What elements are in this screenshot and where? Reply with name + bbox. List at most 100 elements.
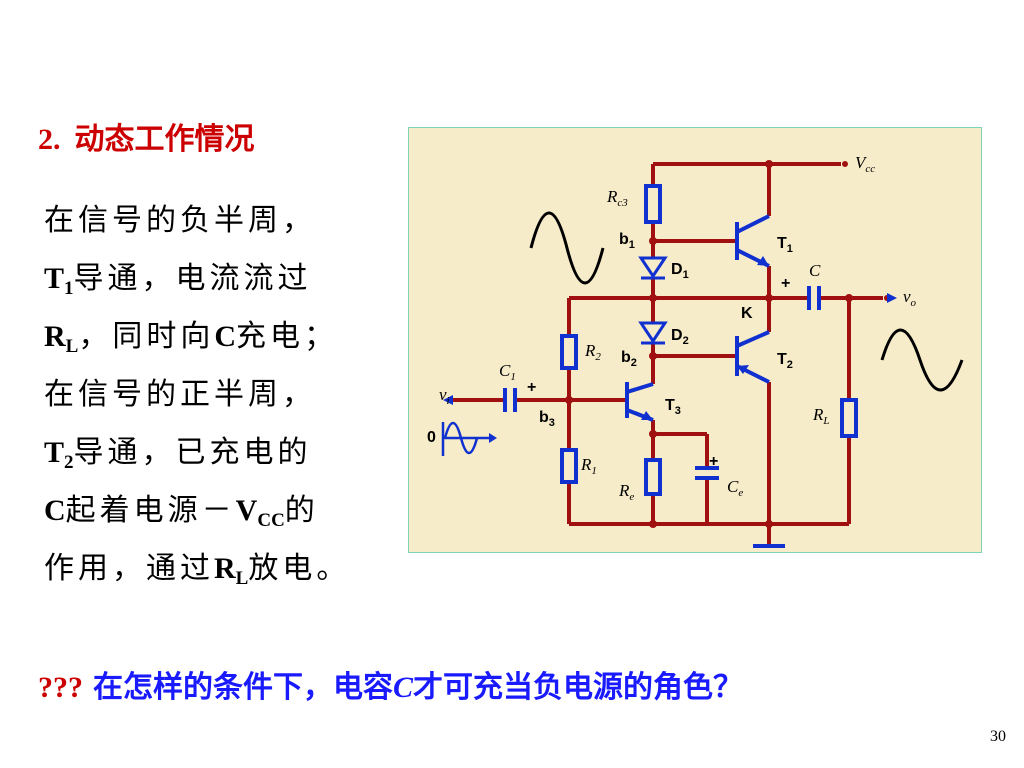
diodes — [638, 256, 668, 345]
label-b2: b — [621, 349, 631, 366]
label-k: K — [741, 305, 753, 322]
question-line: ??? 在怎样的条件下，电容C才可充当负电源的角色？ — [38, 668, 743, 708]
svg-text:vo: vo — [903, 287, 917, 309]
output-sine-wave — [880, 328, 964, 392]
circuit-diagram: Vcc Rc3 b1 D1 T1 C + vo K D2 R2 b2 T2 C1… — [408, 127, 982, 553]
label-rl-sub: L — [822, 415, 829, 427]
text-span: 的 — [284, 493, 319, 528]
label-c1: C — [499, 361, 511, 380]
label-d1: D — [671, 261, 683, 278]
label-t2-sub: 2 — [787, 359, 793, 371]
label-vo-sub: o — [911, 297, 917, 309]
resistor-r2 — [560, 334, 578, 370]
label-r2-sub: 2 — [595, 351, 601, 363]
label-d2-sub: 2 — [683, 335, 689, 347]
label-t1: T — [777, 235, 787, 252]
capacitors — [503, 286, 821, 480]
text-span: 导通，电流流过 — [73, 261, 312, 296]
subscript: CC — [257, 510, 285, 531]
label-r2: R — [584, 341, 596, 360]
label-rc3: R — [606, 187, 618, 206]
label-t1-sub: 1 — [787, 243, 793, 255]
svg-text:T1: T1 — [777, 235, 793, 255]
section-heading: 2.动态工作情况 — [38, 122, 255, 158]
subscript: 1 — [64, 278, 74, 299]
input-sine-wave — [529, 211, 605, 285]
label-d2: D — [671, 327, 683, 344]
signal-arrows — [443, 293, 897, 443]
diode-d1 — [638, 256, 668, 279]
circuit-wires — [449, 162, 883, 544]
label-r1: R — [580, 455, 592, 474]
symbol-t: T — [44, 436, 65, 469]
label-vcc-sub: cc — [865, 163, 875, 175]
transistor-arrows — [641, 256, 769, 420]
label-r1-sub: 1 — [591, 465, 597, 477]
text-line-5: T2导通，已充电的 — [44, 424, 414, 482]
label-c1-sub: 1 — [510, 371, 516, 383]
label-re-sub: e — [629, 491, 634, 503]
question-text-pre: 在怎样的条件下，电容 — [93, 670, 393, 705]
resistor-rc3 — [644, 184, 662, 224]
section-number: 2. — [38, 123, 61, 156]
label-t2: T — [777, 351, 787, 368]
text-line-6: C起着电源－VCC的 — [44, 482, 414, 540]
svg-text:C1: C1 — [499, 361, 516, 383]
symbol-r: R — [44, 320, 66, 353]
text-line-2: T1导通，电流流过 — [44, 250, 414, 308]
text-line-4: 在信号的正半周， — [44, 366, 414, 424]
label-vcc: V — [855, 153, 868, 172]
svg-text:vi: vi — [439, 385, 450, 407]
label-c: C — [809, 261, 821, 280]
svg-text:T2: T2 — [777, 351, 793, 371]
symbol-r: R — [214, 552, 236, 585]
svg-text:D2: D2 — [671, 327, 689, 347]
svg-text:RL: RL — [812, 405, 830, 427]
label-plus: + — [781, 275, 790, 292]
label-vi-sub: i — [447, 395, 450, 407]
svg-text:b3: b3 — [539, 409, 555, 429]
symbol-v: V — [235, 494, 258, 527]
label-zero: 0 — [427, 429, 436, 446]
label-t3: T — [665, 397, 675, 414]
text-span: 在信号的负半周， — [44, 203, 316, 238]
label-rc3-sub: c3 — [617, 197, 628, 209]
question-marks: ??? — [38, 671, 83, 704]
page-number: 30 — [990, 728, 1006, 745]
label-vo: v — [903, 287, 911, 306]
question-symbol-c: C — [393, 671, 414, 704]
label-b3: b — [539, 409, 549, 426]
resistor-r1 — [560, 448, 578, 484]
label-b3-sub: 3 — [549, 417, 555, 429]
label-vi: v — [439, 385, 447, 404]
symbol-t: T — [44, 262, 65, 295]
label-rl: R — [812, 405, 824, 424]
resistor-rl — [840, 398, 858, 438]
label-d1-sub: 1 — [683, 269, 689, 281]
text-span: ，同时向 — [78, 319, 215, 354]
svg-text:b1: b1 — [619, 231, 635, 251]
svg-text:R2: R2 — [584, 341, 601, 363]
svg-text:Vcc: Vcc — [855, 153, 875, 175]
resistors — [560, 184, 858, 496]
question-text-post: 才可充当负电源的角色？ — [413, 670, 744, 705]
text-line-7: 作用，通过RL放电。 — [44, 540, 414, 598]
label-re: R — [618, 481, 630, 500]
vcc-terminal — [842, 161, 848, 167]
symbol-c: C — [214, 320, 237, 353]
svg-text:b2: b2 — [621, 349, 637, 369]
text-span: 充电； — [236, 319, 339, 354]
svg-text:D1: D1 — [671, 261, 689, 281]
text-span: 作用，通过 — [44, 551, 214, 586]
input-waveform — [441, 421, 489, 456]
text-span: 起着电源－ — [65, 493, 236, 528]
label-b1-sub: 1 — [629, 239, 635, 251]
svg-text:Ce: Ce — [727, 477, 743, 499]
label-t3-sub: 3 — [675, 405, 681, 417]
svg-text:Rc3: Rc3 — [606, 187, 628, 209]
text-line-3: RL，同时向C充电； — [44, 308, 414, 366]
svg-text:T3: T3 — [665, 397, 681, 417]
label-b2-sub: 2 — [631, 357, 637, 369]
subscript: L — [235, 568, 249, 589]
resistor-re — [644, 458, 662, 496]
